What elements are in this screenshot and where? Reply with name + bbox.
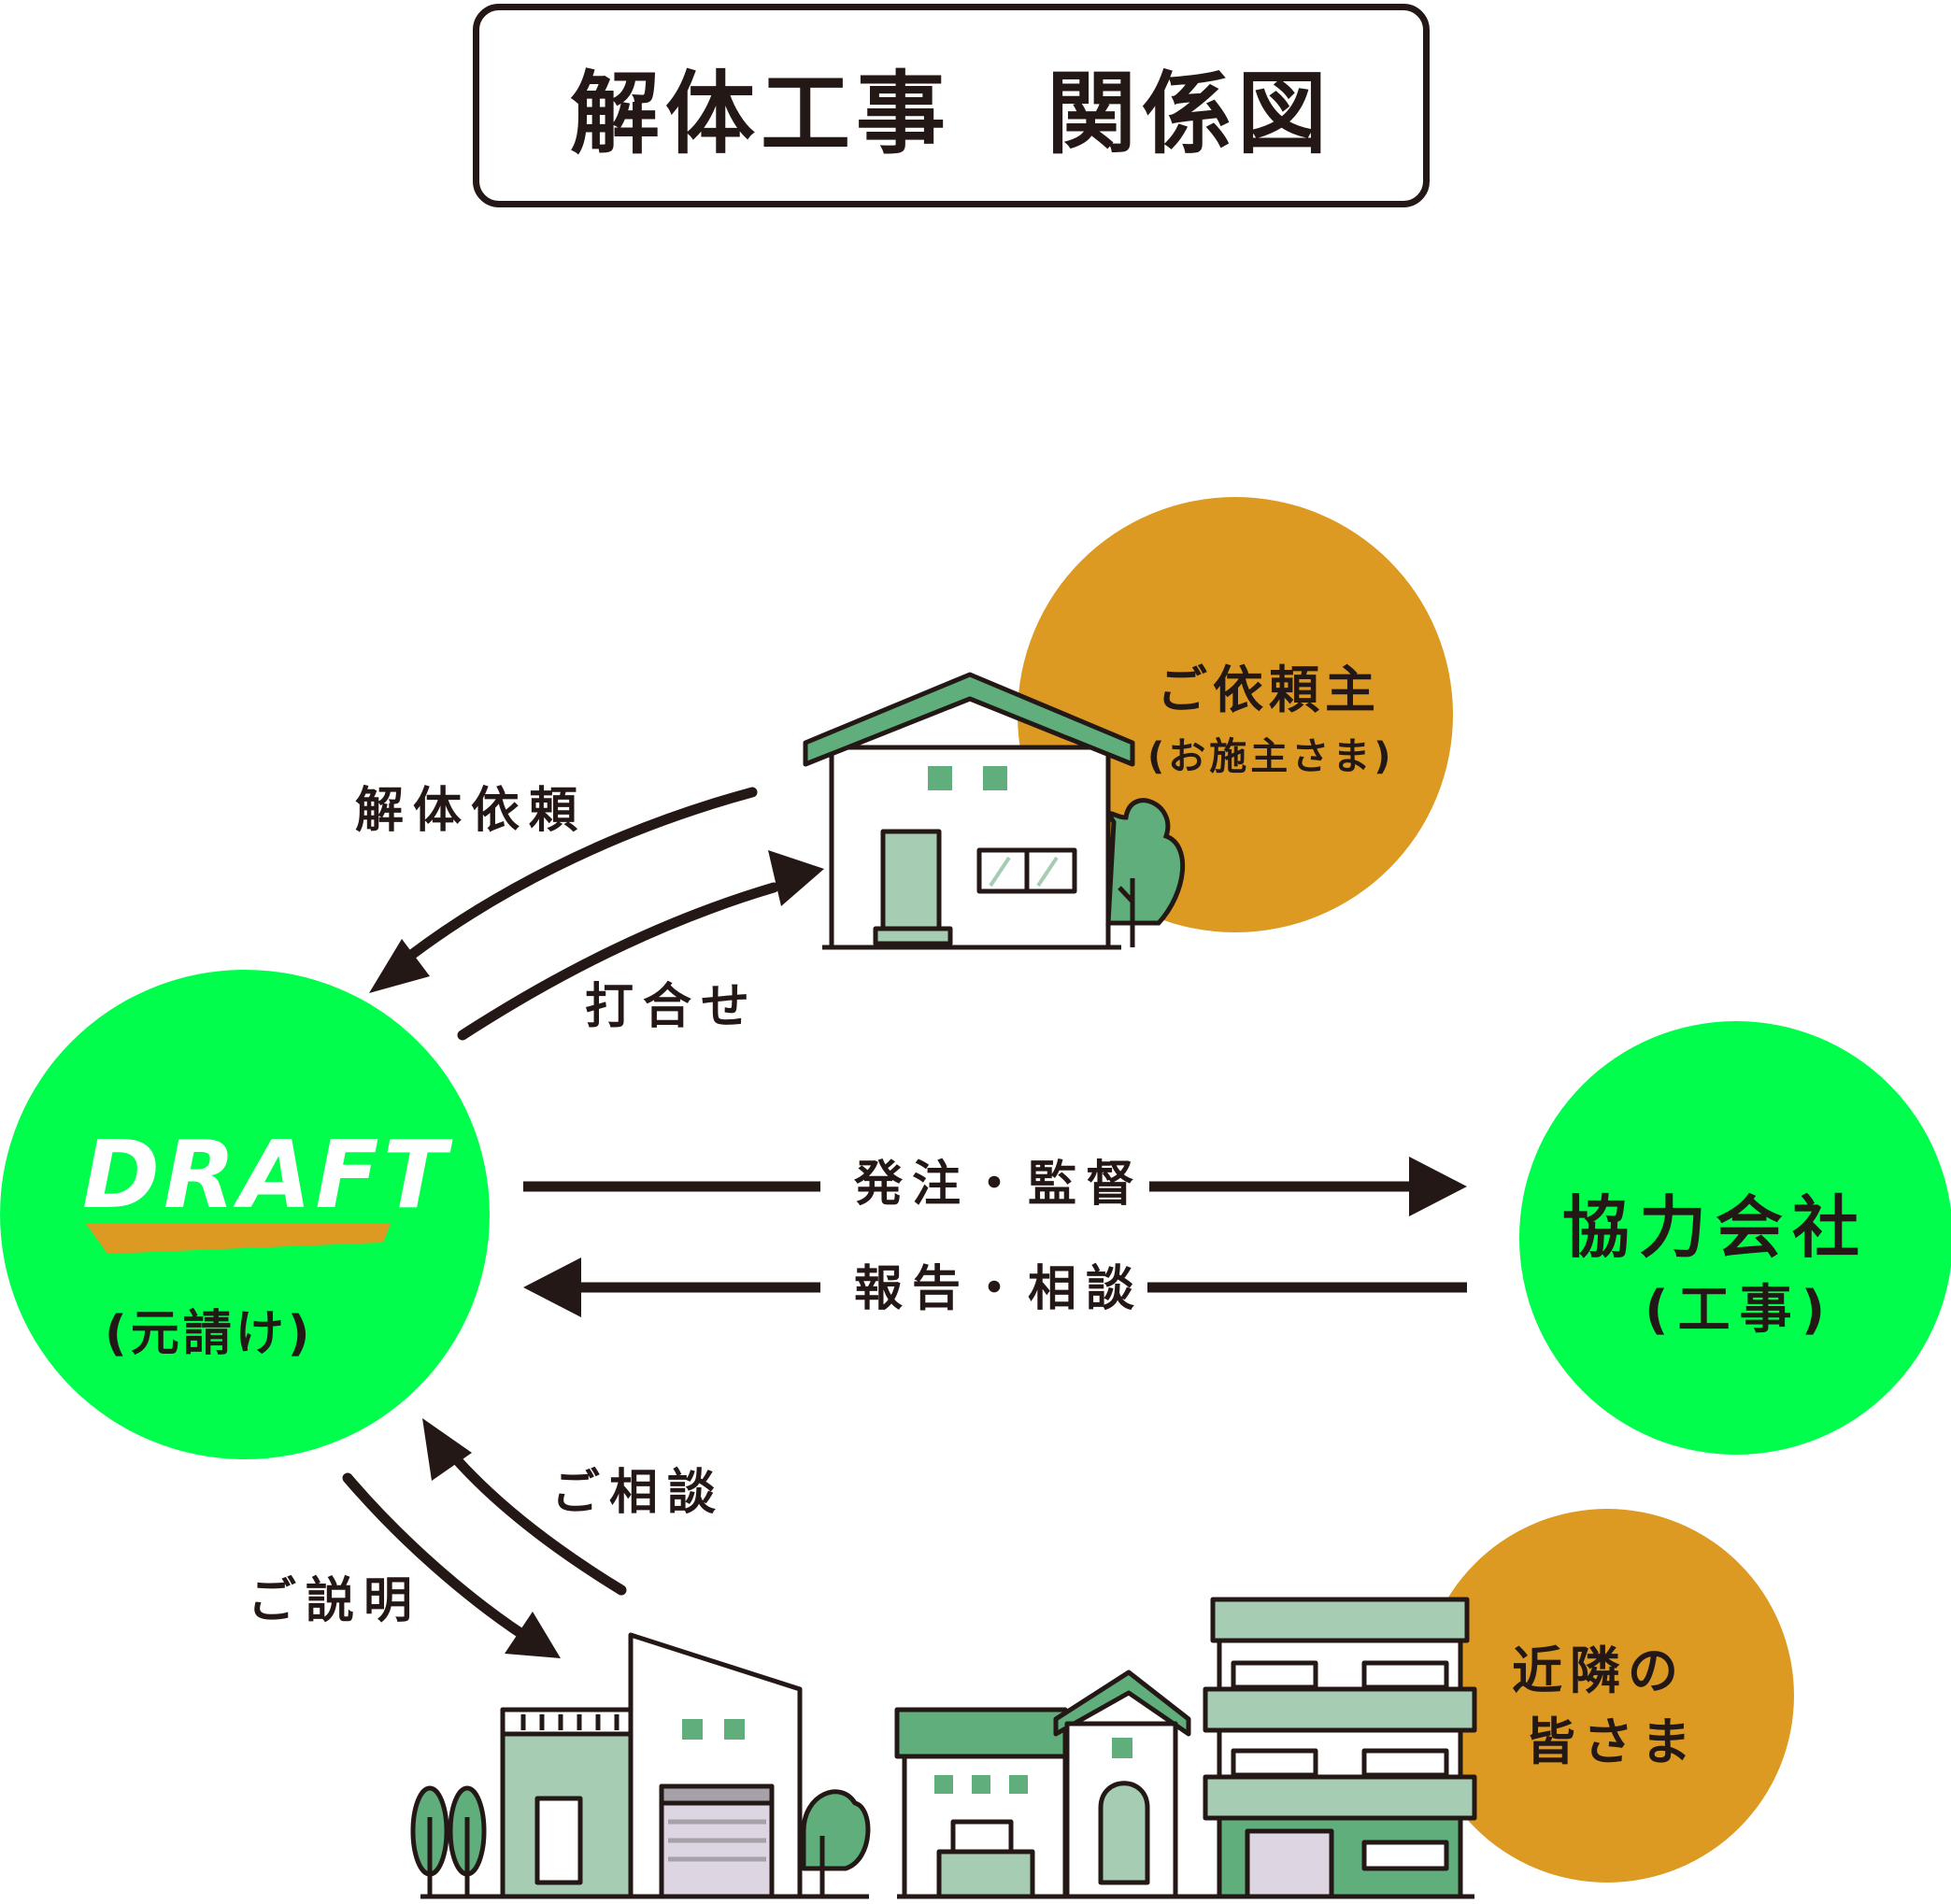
consult-arrow [441, 1442, 627, 1596]
explain-label: ご説明 [248, 1573, 422, 1629]
house-icon [803, 672, 1135, 950]
meeting-arrowhead [768, 850, 824, 906]
draft-logo-underline [86, 1224, 391, 1254]
explain-arrow [342, 1472, 529, 1641]
report-label: 報告・相談 [854, 1261, 1145, 1317]
draft-circle [0, 970, 490, 1459]
title-box: 解体工事 関係図 [473, 4, 1430, 207]
meeting-label: 打合せ [585, 979, 760, 1035]
request-arrow [396, 787, 758, 968]
draft-logo-text: DRAFT [82, 1120, 453, 1229]
neighborhood-icon [410, 1632, 1205, 1899]
report-arrowhead [523, 1257, 581, 1317]
request-label: 解体依頼 [355, 783, 588, 839]
explain-arrowhead [505, 1612, 561, 1658]
draft-sub: (元請け) [105, 1306, 314, 1362]
request-arrowhead [369, 939, 430, 993]
consult-label: ご相談 [551, 1465, 726, 1521]
neighbors-circle [1420, 1509, 1794, 1883]
order-label: 発注・監督 [854, 1157, 1145, 1213]
partner-name: 協力会社 [1562, 1188, 1870, 1267]
neighbors-line2: 皆さま [1525, 1712, 1699, 1771]
page-title: 解体工事 関係図 [570, 61, 1332, 166]
consult-arrowhead [422, 1418, 472, 1481]
meeting-arrow [457, 882, 779, 1041]
partner-sub: (工事) [1645, 1280, 1835, 1341]
partner-circle [1519, 1021, 1951, 1455]
draft-logo: DRAFT [82, 1120, 453, 1254]
tree-icon [1105, 798, 1186, 947]
apartment-icon [1203, 1597, 1477, 1899]
client-sub: (お施主さま) [1147, 735, 1395, 778]
client-name: ご依頼主 [1157, 661, 1381, 719]
order-arrowhead [1409, 1157, 1467, 1216]
neighbors-line1: 近隣の [1512, 1641, 1686, 1700]
